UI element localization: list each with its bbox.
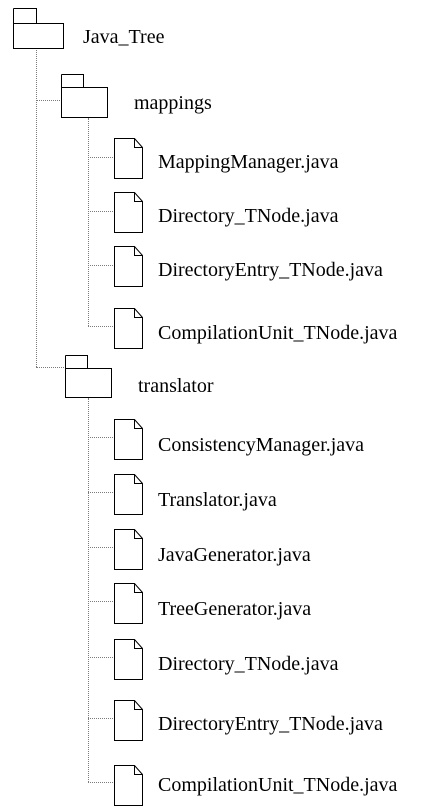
tree-node-label: CompilationUnit_TNode.java (158, 322, 398, 344)
tree-connector (88, 601, 115, 602)
tree-connector (88, 398, 89, 782)
tree-connector (88, 157, 115, 158)
tree-node-label: JavaGenerator.java (158, 544, 311, 566)
tree-connector (88, 718, 115, 719)
file-icon (114, 583, 144, 625)
tree-node-label: Directory_TNode.java (158, 205, 339, 227)
tree-connector (88, 492, 115, 493)
tree-node-label: ConsistencyManager.java (158, 434, 365, 456)
tree-node-label: DirectoryEntry_TNode.java (158, 713, 383, 735)
tree-connector (88, 437, 115, 438)
tree-node-label: DirectoryEntry_TNode.java (158, 259, 383, 281)
tree-connector (88, 782, 115, 783)
tree-connector (36, 367, 66, 368)
tree-connector (88, 265, 115, 266)
tree-connector (36, 100, 62, 101)
folder-icon (61, 74, 111, 119)
file-icon (114, 474, 144, 516)
tree-node-label: MappingManager.java (158, 151, 339, 173)
file-icon (114, 700, 144, 742)
folder-icon (13, 8, 67, 50)
tree-connector (88, 326, 115, 327)
tree-node-label: Java_Tree (83, 26, 165, 48)
tree-node-label: CompilationUnit_TNode.java (158, 774, 398, 796)
file-icon (114, 138, 144, 180)
file-icon (114, 639, 144, 681)
tree-node-label: TreeGenerator.java (158, 598, 312, 620)
tree-connector (88, 547, 115, 548)
file-icon (114, 308, 144, 350)
folder-icon (65, 355, 115, 399)
file-icon (114, 765, 144, 807)
file-icon (114, 419, 144, 461)
tree-node-label: Directory_TNode.java (158, 653, 339, 675)
file-icon (114, 192, 144, 234)
tree-connector (88, 657, 115, 658)
tree-node-label: Translator.java (158, 489, 277, 511)
file-icon (114, 246, 144, 288)
tree-connector (88, 211, 115, 212)
tree-node-label: translator (138, 375, 214, 397)
tree-connector (36, 50, 37, 367)
tree-node-label: mappings (134, 92, 212, 114)
file-icon (114, 529, 144, 571)
tree-connector (88, 118, 89, 326)
